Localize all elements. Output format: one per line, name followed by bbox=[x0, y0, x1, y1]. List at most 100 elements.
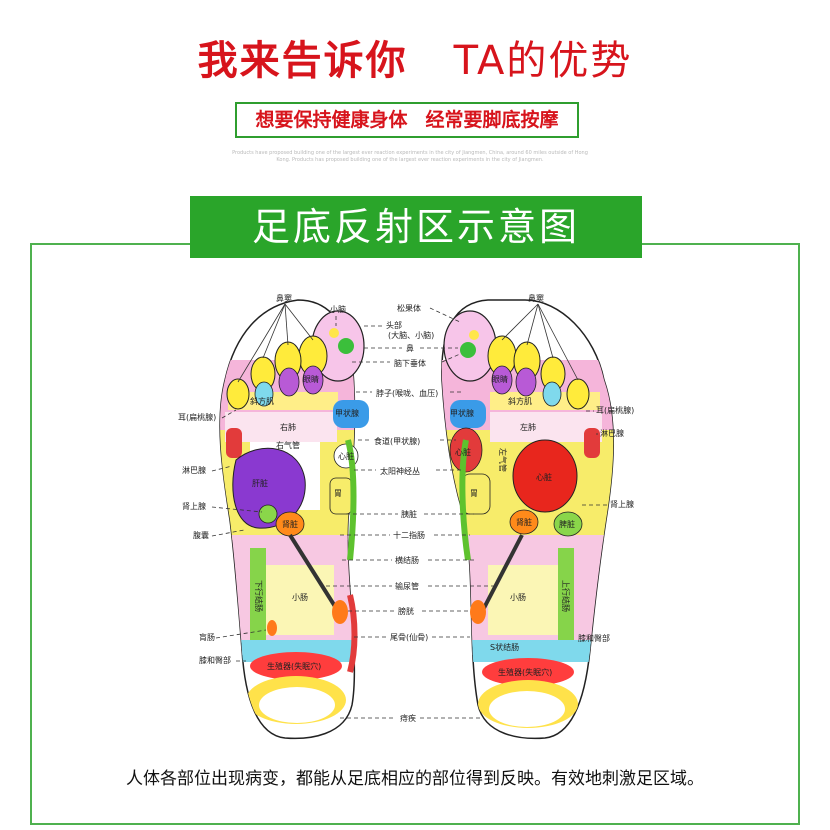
page-headline: 我来告诉你 TA的优势 bbox=[0, 28, 830, 86]
left-small-int-label: 小肠 bbox=[292, 593, 308, 602]
right-heart-small-label: 心脏 bbox=[455, 447, 471, 457]
left-foot: 眼睛 斜方肌 右肺 右气管 甲状腺 肝脏 心脏 胃 肾脏 小肠 下行结肠 生殖器… bbox=[219, 299, 369, 740]
right-spleen bbox=[553, 511, 583, 537]
right-ear-pad bbox=[542, 381, 562, 407]
right-lung-band bbox=[490, 412, 602, 442]
right-adrenal-label: 肾上腺 bbox=[610, 499, 634, 509]
right-genitals-area bbox=[482, 658, 574, 686]
right-heart-label: 心脏 bbox=[536, 472, 552, 482]
left-liver-label: 肝脏 bbox=[252, 478, 268, 488]
center-head-label: 头部 bbox=[386, 320, 402, 330]
center-bladder-label: 膀胱 bbox=[398, 606, 414, 616]
right-eye-pad-1 bbox=[491, 365, 513, 395]
left-eye-pad-1 bbox=[302, 365, 324, 395]
left-descending-colon-label: 下行结肠 bbox=[254, 580, 264, 612]
left-thyroid-label: 甲状腺 bbox=[335, 408, 359, 418]
center-esophagus-label: 食道(甲状腺) bbox=[374, 436, 420, 446]
subtitle-left: 想要保持健康身体 bbox=[255, 109, 408, 131]
right-ascending-colon bbox=[558, 548, 574, 643]
center-small-brain-label: 小脑 bbox=[330, 304, 346, 314]
right-s-colon-label: S状结肠 bbox=[490, 642, 519, 652]
right-lymph-label: 淋巴腺 bbox=[600, 428, 624, 438]
center-nose-label: 鼻 bbox=[406, 343, 414, 353]
left-coccyx-label: 肓肠 bbox=[199, 632, 215, 642]
center-pancreas-label: 胰脏 bbox=[401, 509, 417, 519]
right-toe-5 bbox=[566, 378, 590, 410]
right-small-int-label: 小肠 bbox=[510, 593, 526, 602]
center-head-sub-label: (大脑、小脑) bbox=[388, 330, 434, 340]
left-eye-label: 眼睛 bbox=[303, 374, 319, 384]
right-left-lung-label: 左肺 bbox=[520, 422, 536, 432]
right-heart bbox=[512, 439, 578, 513]
subtitle-right: 经常要脚底按摩 bbox=[425, 109, 559, 131]
left-toe-5 bbox=[226, 378, 250, 410]
right-lung-side bbox=[584, 428, 600, 458]
diagram-banner: 足底反射区示意图 bbox=[190, 196, 642, 258]
center-pineal-label: 松果体 bbox=[397, 303, 421, 313]
left-kidney-label: 肾脏 bbox=[282, 519, 298, 529]
diagram-caption: 人体各部位出现病变，都能从足底相应的部位得到反映。有效地刺激足区域。 bbox=[126, 769, 704, 789]
left-sinus-rays bbox=[237, 303, 314, 383]
left-thyroid bbox=[333, 400, 369, 428]
subtitle-box: 想要保持健康身体经常要脚底按摩 bbox=[235, 102, 579, 138]
left-heart-label: 心脏 bbox=[338, 451, 354, 461]
left-lymph-label: 淋巴腺 bbox=[182, 465, 206, 475]
left-heel-white bbox=[259, 687, 335, 723]
left-knee-label: 膝和臀部 bbox=[199, 655, 231, 665]
left-sinus-label: 鼻窦 bbox=[276, 293, 292, 303]
left-genitals-label: 生殖器(失眠穴) bbox=[267, 661, 321, 671]
right-knee-label: 膝和臀部 bbox=[578, 633, 610, 643]
left-lung-band bbox=[225, 412, 337, 442]
left-big-toe-yellow-dot bbox=[329, 328, 339, 338]
right-thyroid bbox=[450, 400, 486, 428]
left-stomach-label: 胃 bbox=[334, 489, 342, 498]
center-transverse-label: 横结肠 bbox=[395, 555, 419, 565]
headline-part2: TA的优势 bbox=[453, 38, 633, 84]
right-sinus-label: 鼻窦 bbox=[528, 293, 544, 303]
right-bladder bbox=[470, 600, 486, 624]
right-ear-label: 耳(扁桃腺) bbox=[596, 405, 634, 415]
center-sacrum-label: 尾骨(仙骨) bbox=[390, 632, 428, 642]
left-pelvis-label: 腹囊 bbox=[193, 530, 209, 540]
left-right-lung-label: 右肺 bbox=[280, 422, 296, 432]
center-neck-label: 脖子(喉咙、血压) bbox=[376, 388, 438, 398]
left-ear-pad bbox=[254, 381, 274, 407]
right-kidney-label: 肾脏 bbox=[516, 517, 532, 527]
right-stomach-label: 胃 bbox=[470, 489, 478, 498]
center-solar-label: 太阳神经丛 bbox=[380, 466, 420, 476]
right-ureter bbox=[482, 534, 524, 609]
left-trapezius-label: 斜方肌 bbox=[250, 396, 274, 406]
left-lung-side bbox=[226, 428, 242, 458]
right-eye-label: 眼睛 bbox=[492, 374, 508, 384]
left-adrenal-label: 肾上腺 bbox=[182, 501, 206, 511]
left-eye-pad-2 bbox=[278, 367, 300, 397]
center-hemorrhoid-label: 痔疾 bbox=[400, 713, 416, 723]
headline-part1: 我来告诉你 bbox=[197, 38, 408, 84]
center-pituitary-label: 脑下垂体 bbox=[394, 358, 426, 368]
right-foot: 眼睛 斜方肌 左肺 甲状腺 心脏 左气管 心脏 胃 肾脏 脾脏 小肠 上行结肠 … bbox=[441, 299, 614, 740]
right-inner-edge-green bbox=[459, 439, 471, 561]
left-ear-label: 耳(扁桃腺) bbox=[178, 412, 216, 422]
left-coccyx-spot bbox=[267, 620, 277, 636]
fine-print: Products have proposed building one of t… bbox=[232, 150, 588, 163]
center-duodenum-label: 十二指肠 bbox=[393, 530, 425, 540]
right-heel-white bbox=[489, 691, 565, 727]
left-genitals-area bbox=[250, 652, 342, 680]
center-ureter-label: 输尿管 bbox=[395, 581, 419, 591]
left-bladder bbox=[332, 600, 348, 624]
right-genitals-label: 生殖器(失眠穴) bbox=[498, 667, 552, 677]
right-trapezius-label: 斜方肌 bbox=[508, 396, 532, 406]
right-big-toe-green-dot bbox=[460, 342, 476, 358]
right-eye-pad-2 bbox=[515, 367, 537, 397]
left-big-toe-green-dot bbox=[338, 338, 354, 354]
right-left-trachea-label: 左气管 bbox=[498, 448, 508, 472]
right-big-toe-yellow-dot bbox=[469, 330, 479, 340]
right-ascending-colon-label: 上行结肠 bbox=[561, 580, 571, 612]
left-right-trachea-label: 右气管 bbox=[276, 440, 300, 450]
left-adrenal-dot bbox=[258, 504, 278, 524]
left-inner-edge-green bbox=[345, 439, 357, 561]
left-descending-colon bbox=[250, 548, 266, 643]
right-spleen-label: 脾脏 bbox=[559, 519, 575, 529]
right-sinus-rays bbox=[501, 303, 579, 381]
